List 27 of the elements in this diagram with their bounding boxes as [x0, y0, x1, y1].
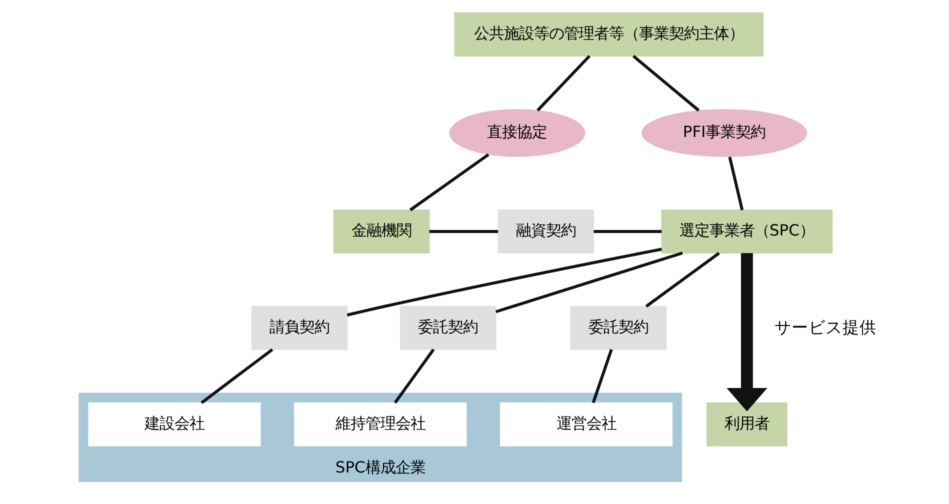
node-ellipse: 直接協定: [448, 109, 585, 157]
node-box: 委託契約: [570, 306, 666, 350]
connector: [632, 54, 700, 112]
node-box: 金融機関: [332, 210, 430, 254]
connector: [428, 230, 498, 234]
node-ellipse: PFI事業契約: [641, 109, 807, 157]
node-box: 融資契約: [497, 210, 594, 254]
connector: [644, 252, 720, 308]
node-box: 請負契約: [250, 306, 348, 350]
arrow: [726, 253, 767, 412]
connector: [728, 156, 744, 210]
node-box: 建設会社: [88, 402, 260, 446]
node-box: 維持管理会社: [294, 402, 466, 446]
node-box: 選定事業者（SPC）: [660, 210, 832, 254]
node-box: 利用者: [706, 402, 787, 446]
node-box: 運営会社: [500, 402, 672, 446]
connector: [393, 348, 434, 404]
node-box: 委託契約: [400, 306, 496, 350]
connector: [408, 153, 489, 212]
connector: [346, 248, 662, 316]
connector: [536, 55, 590, 112]
connector: [593, 230, 662, 234]
edge-label: サービス提供: [774, 318, 876, 337]
connector: [200, 348, 273, 404]
connector: [591, 349, 612, 404]
node-box: 公共施設等の管理者等（事業契約主体）: [454, 12, 764, 56]
connector: [494, 252, 682, 314]
